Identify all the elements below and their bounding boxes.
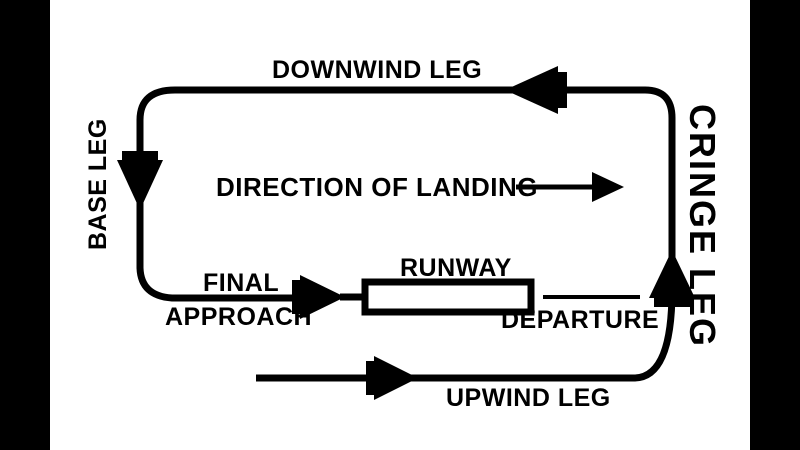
label-upwind-leg: UPWIND LEG (446, 384, 611, 412)
label-runway: RUNWAY (400, 254, 512, 282)
downwind-and-cringe-path (136, 86, 676, 290)
arrow-right-icon-final (292, 275, 345, 319)
base-and-final-path (136, 200, 310, 302)
arrow-down-icon (117, 151, 163, 210)
label-final: FINAL (203, 269, 280, 297)
label-base-leg: BASE LEG (84, 118, 112, 250)
label-approach: APPROACH (165, 303, 313, 331)
arrow-up-icon (649, 250, 695, 307)
label-direction-of-landing: DIRECTION OF LANDING (216, 172, 538, 202)
arrow-left-icon (505, 66, 567, 114)
label-departure: DEPARTURE (501, 306, 660, 334)
arrow-right-icon-upwind (366, 356, 418, 400)
label-downwind-leg: DOWNWIND LEG (272, 56, 483, 84)
arrow-right-icon-landing (516, 172, 624, 202)
label-cringe-leg: CRINGE LEG (682, 104, 723, 349)
upwind-path (256, 289, 676, 382)
